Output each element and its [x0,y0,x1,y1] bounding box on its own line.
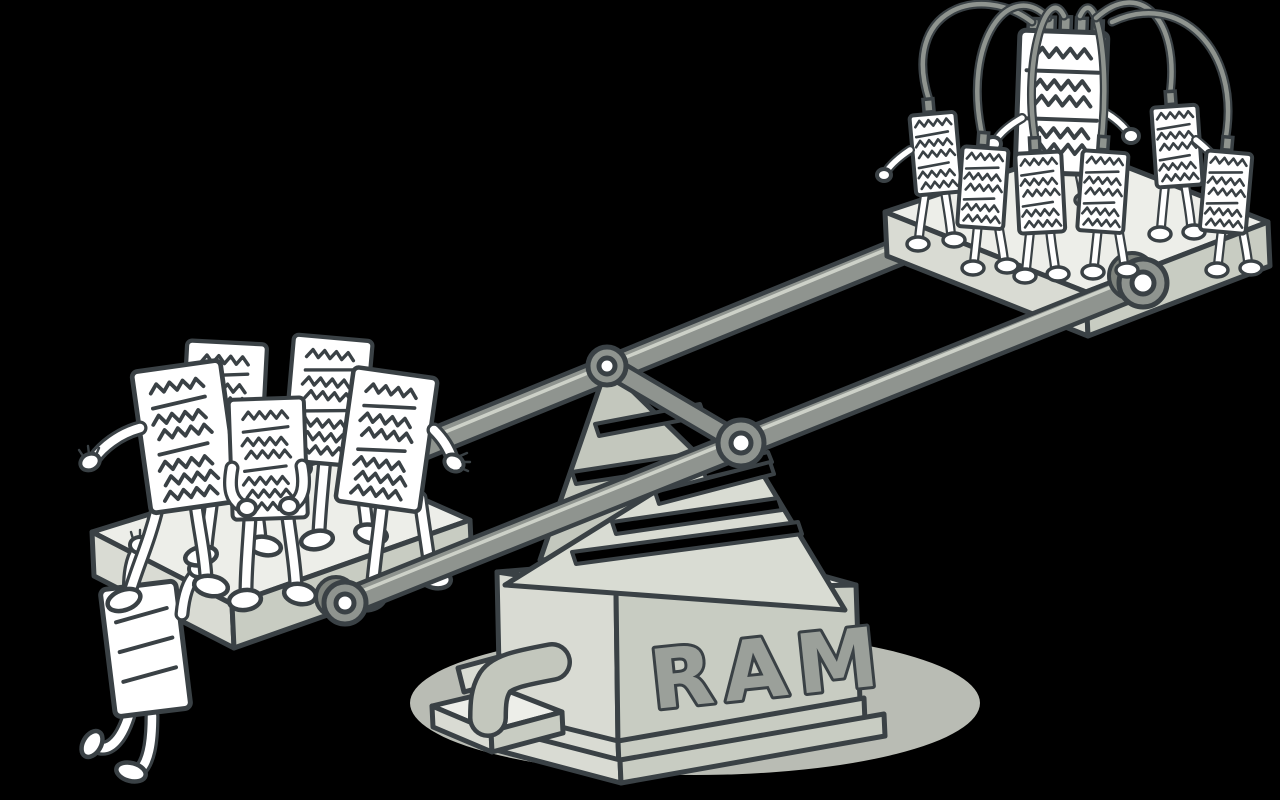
pipe-elbow [429,642,572,755]
wired-document-character [875,96,967,253]
wired-document-character [1200,134,1264,279]
document-character [222,397,319,613]
pivot-link-rod [600,356,750,454]
right-document-characters [875,89,1264,285]
wired-document-character [1077,134,1140,281]
top-pivot-ring [585,344,629,388]
ram-base: RAM [429,549,895,786]
upper-beam [393,237,913,467]
center-pivot-ring [715,417,767,469]
wired-document-character [1012,135,1071,285]
wired-document-character [957,130,1020,277]
wires [918,0,1233,143]
left-pivot-ring [314,575,369,627]
document-character [77,360,240,614]
left-document-characters [77,334,472,614]
